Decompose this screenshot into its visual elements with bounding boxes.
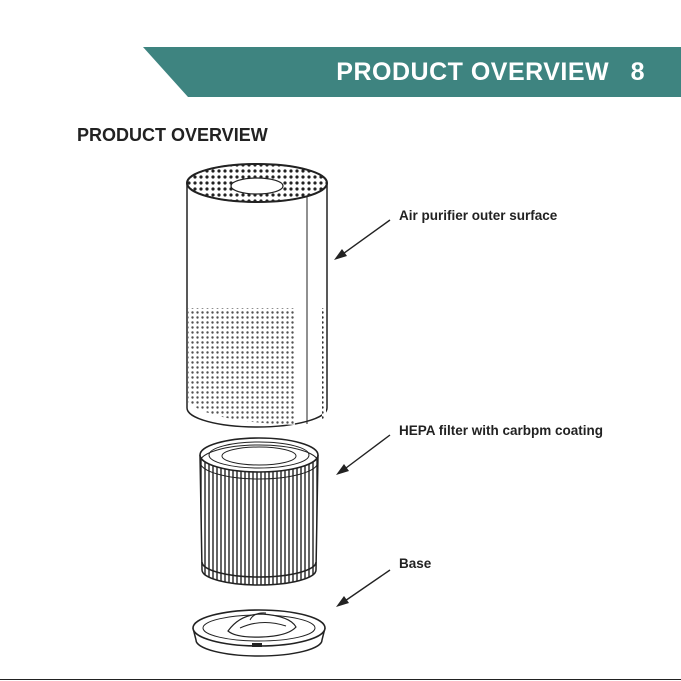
- callout-arrow-hepa: [336, 435, 390, 475]
- callout-hepa-filter: HEPA filter with carbpm coating: [399, 423, 603, 438]
- callout-arrow-base: [336, 570, 390, 607]
- hepa-filter-illustration: [200, 438, 318, 585]
- callout-outer-surface: Air purifier outer surface: [399, 208, 557, 223]
- base-illustration: [193, 610, 325, 656]
- callout-arrow-outer: [334, 220, 390, 260]
- callout-base: Base: [399, 556, 431, 571]
- outer-surface-illustration: [187, 164, 327, 427]
- bottom-rule: [0, 679, 681, 680]
